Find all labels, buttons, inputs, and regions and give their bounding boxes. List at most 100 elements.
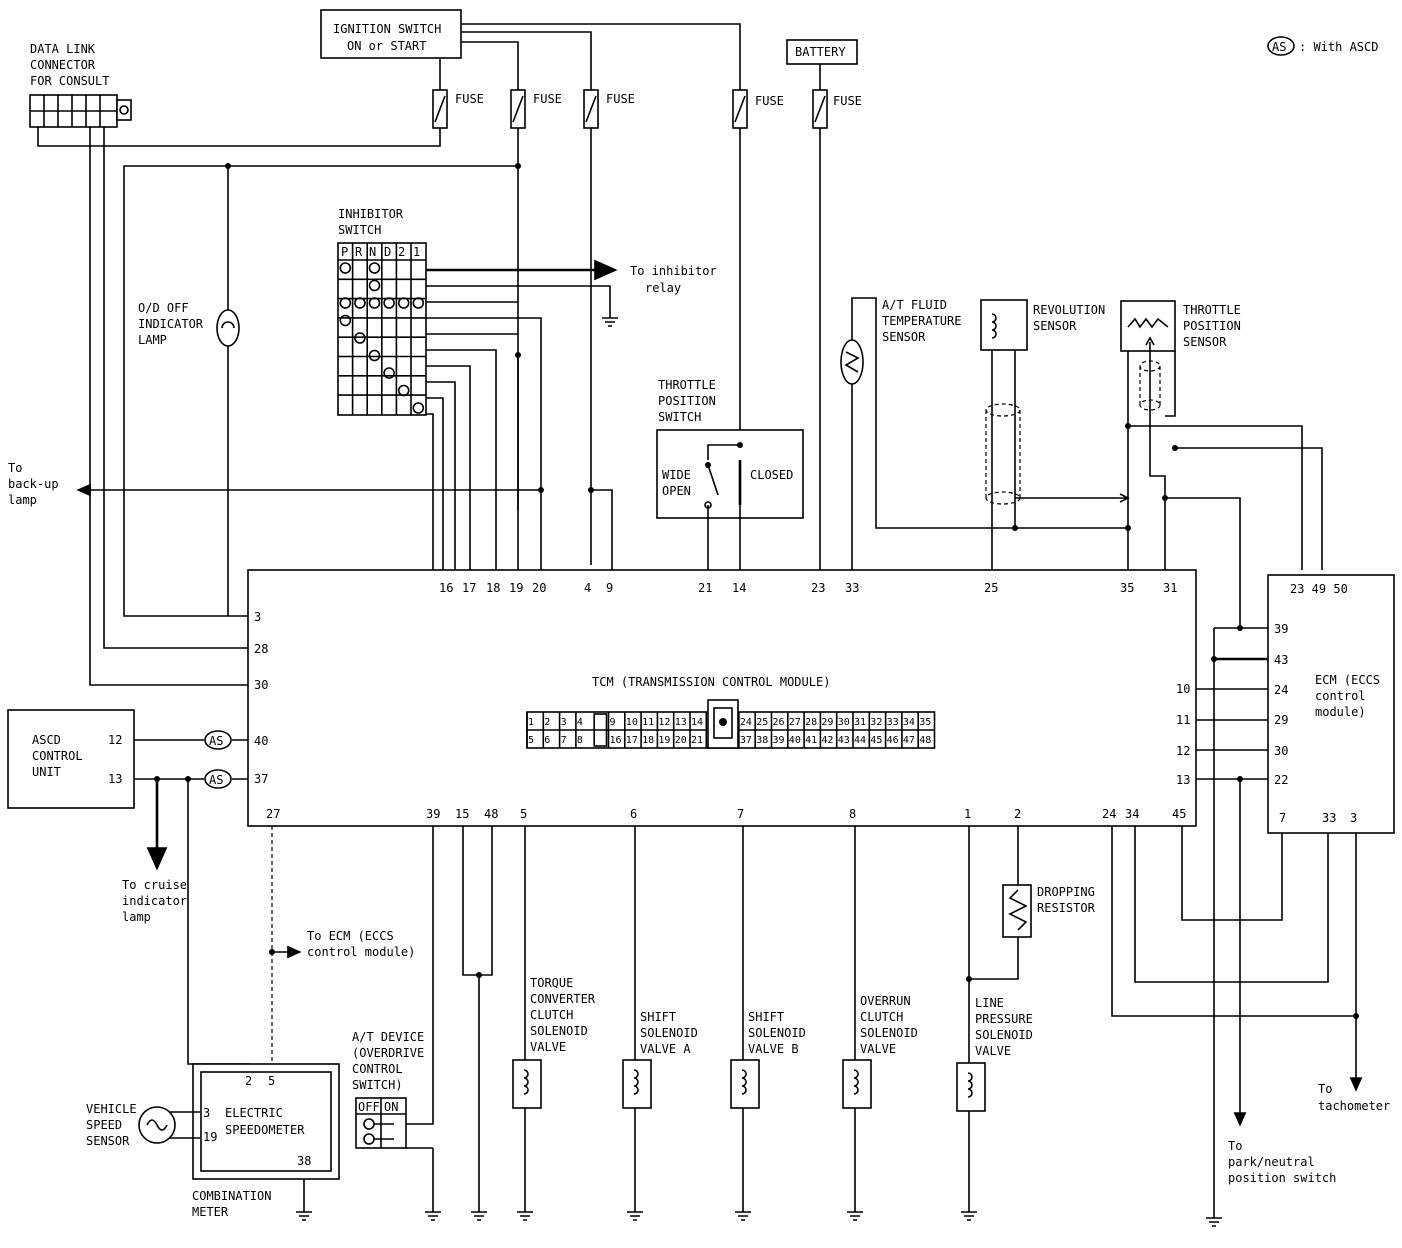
inhibitor-contact <box>368 297 381 309</box>
svg-text:13: 13 <box>1176 773 1190 787</box>
svg-text:21: 21 <box>698 581 712 595</box>
tcm-connector-pin: 2 <box>544 717 550 728</box>
svg-text:12: 12 <box>108 733 122 747</box>
svg-text:39: 39 <box>1274 622 1288 636</box>
svg-text:20: 20 <box>532 581 546 595</box>
inhibitor-contact <box>339 314 352 327</box>
svg-text:OVERRUN: OVERRUN <box>860 994 911 1008</box>
svg-text:SOLENOID: SOLENOID <box>860 1026 918 1040</box>
svg-text:SPEED: SPEED <box>86 1118 122 1132</box>
ignition-switch-sub: ON or START <box>347 39 426 53</box>
svg-text:position switch: position switch <box>1228 1171 1336 1185</box>
svg-text:7: 7 <box>737 807 744 821</box>
vehicle-speed-sensor: VEHICLE SPEED SENSOR <box>86 1102 200 1148</box>
svg-text:INDICATOR: INDICATOR <box>138 317 204 331</box>
svg-text:38: 38 <box>297 1154 311 1168</box>
tcm-connector-pin: 9 <box>610 717 616 728</box>
svg-text:15: 15 <box>455 807 469 821</box>
svg-text:WIDE: WIDE <box>662 468 691 482</box>
tcm-connector-pin: 17 <box>626 735 638 746</box>
svg-text:24: 24 <box>1102 807 1116 821</box>
svg-text:24: 24 <box>1274 683 1288 697</box>
ignition-switch-label: IGNITION SWITCH <box>333 22 441 36</box>
tcm-connector-pin: 8 <box>577 735 583 746</box>
svg-text:VALVE: VALVE <box>975 1044 1011 1058</box>
svg-text:INHIBITOR: INHIBITOR <box>338 207 404 221</box>
tcm-connector-pin: 34 <box>903 717 915 728</box>
svg-text:CLOSED: CLOSED <box>750 468 793 482</box>
tcm-connector-pin: 29 <box>821 717 833 728</box>
tcm-connector-pin: 20 <box>675 735 687 746</box>
svg-text:CONVERTER: CONVERTER <box>530 992 596 1006</box>
svg-text:12: 12 <box>1176 744 1190 758</box>
tcm-connector-pin: 3 <box>561 717 567 728</box>
svg-text:2: 2 <box>245 1074 252 1088</box>
svg-text:POSITION: POSITION <box>658 394 716 408</box>
svg-text:AS: AS <box>209 734 223 748</box>
tcm-connector-pin: 48 <box>919 735 931 746</box>
tcm-connector-pin: 19 <box>658 735 670 746</box>
tcm: TCM (TRANSMISSION CONTROL MODULE) 16 17 … <box>247 569 1197 827</box>
svg-text:33: 33 <box>845 581 859 595</box>
svg-text:SWITCH): SWITCH) <box>352 1078 403 1092</box>
fuse-label: FUSE <box>606 92 635 106</box>
tcm-connector-pin: 1 <box>528 717 534 728</box>
tcm-connector-pin: 43 <box>838 735 850 746</box>
tcm-connector-pin: 33 <box>887 717 899 728</box>
svg-text:VALVE: VALVE <box>530 1040 566 1054</box>
inhibitor-contact <box>339 297 352 309</box>
svg-text:UNIT: UNIT <box>32 765 61 779</box>
fuse-label: FUSE <box>533 92 562 106</box>
svg-text:ON: ON <box>384 1100 398 1114</box>
ignition-switch: IGNITION SWITCH ON or START <box>320 9 462 59</box>
svg-text:P: P <box>341 245 348 259</box>
fuse-4: FUSE <box>732 89 784 129</box>
svg-text:1: 1 <box>964 807 971 821</box>
svg-text:To inhibitor: To inhibitor <box>630 264 717 278</box>
svg-text:SHIFT: SHIFT <box>640 1010 676 1024</box>
svg-text:DROPPING: DROPPING <box>1037 885 1095 899</box>
tcm-connector-pin: 37 <box>740 735 752 746</box>
svg-text:ELECTRIC: ELECTRIC <box>225 1106 283 1120</box>
fuse-2: FUSE <box>510 89 562 129</box>
svg-text:R: R <box>355 245 363 259</box>
svg-text:5: 5 <box>268 1074 275 1088</box>
svg-text:To: To <box>8 461 22 475</box>
svg-text:POSITION: POSITION <box>1183 319 1241 333</box>
tcm-connector-pin: 10 <box>626 717 638 728</box>
tcm-connector-pin: 47 <box>903 735 915 746</box>
inhibitor-contact <box>354 332 366 344</box>
tcm-connector-pin: 41 <box>805 735 817 746</box>
tcm-connector-pin: 35 <box>919 717 931 728</box>
fuse-label: FUSE <box>833 94 862 108</box>
tcm-connector-pin: 38 <box>756 735 768 746</box>
tcm-connector-pin: 26 <box>773 717 785 728</box>
svg-text:10: 10 <box>1176 682 1190 696</box>
svg-text:SPEEDOMETER: SPEEDOMETER <box>225 1123 305 1137</box>
fuse-3: FUSE <box>583 89 635 129</box>
svg-text:ASCD: ASCD <box>32 733 61 747</box>
svg-text:43: 43 <box>1274 653 1288 667</box>
svg-text:REVOLUTION: REVOLUTION <box>1033 303 1105 317</box>
tcm-connector-pin: 24 <box>740 717 752 728</box>
tcm-connector-pin: 16 <box>610 735 622 746</box>
tcm-connector-pin: 18 <box>642 735 654 746</box>
tcm-connector-pin: 25 <box>756 717 768 728</box>
svg-text:8: 8 <box>849 807 856 821</box>
tcm-connector-pin: 27 <box>789 717 801 728</box>
svg-text:CONTROL: CONTROL <box>352 1062 403 1076</box>
svg-text:3: 3 <box>203 1106 210 1120</box>
fuse-label: FUSE <box>755 94 784 108</box>
svg-text:VALVE B: VALVE B <box>748 1042 799 1056</box>
throttle-position-sensor: THROTTLE POSITION SENSOR <box>1120 300 1323 628</box>
svg-text:29: 29 <box>1274 713 1288 727</box>
inhibitor-contact <box>412 297 425 309</box>
svg-text:48: 48 <box>484 807 498 821</box>
svg-text:3: 3 <box>1350 811 1357 825</box>
svg-text:tachometer: tachometer <box>1318 1099 1390 1113</box>
inhibitor-contact <box>354 297 366 309</box>
svg-text:indicator: indicator <box>122 894 187 908</box>
svg-text:THROTTLE: THROTTLE <box>658 378 716 392</box>
svg-text:SHIFT: SHIFT <box>748 1010 784 1024</box>
